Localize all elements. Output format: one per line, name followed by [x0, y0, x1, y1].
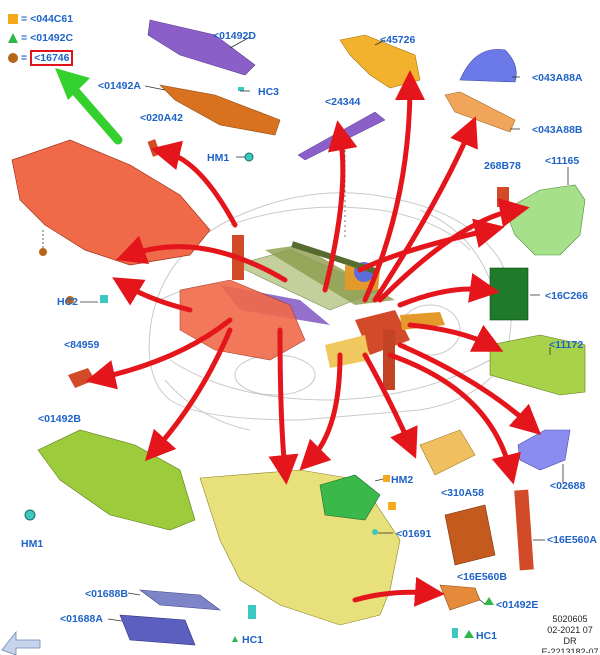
callout-11172[interactable]: <11172 — [549, 339, 584, 351]
navigation-arrow-icon[interactable] — [1, 630, 41, 655]
callout-01492b[interactable]: <01492B — [38, 413, 81, 425]
clip-hc1-left[interactable] — [248, 605, 256, 619]
part-01492d[interactable] — [147, 19, 256, 76]
part-310a58[interactable] — [419, 429, 476, 476]
callout-hm1-left[interactable]: HM1 — [21, 538, 44, 550]
callout-01691[interactable]: <01691 — [396, 528, 432, 540]
clip-01492e-tri[interactable] — [484, 597, 494, 605]
callout-16e560a[interactable]: <16E560A — [547, 534, 597, 546]
part-01492b[interactable] — [37, 429, 196, 531]
callout-01492a[interactable]: <01492A — [98, 80, 141, 92]
part-16c266[interactable] — [489, 267, 529, 321]
callout-24344[interactable]: <24344 — [325, 96, 361, 108]
figure-reference: 5020605 02-2021 07 DR E-2213182-07 — [540, 614, 600, 653]
legend-code[interactable]: <01492C — [30, 32, 74, 44]
callout-268b78[interactable]: 268B78 — [484, 160, 521, 172]
part-01688a[interactable] — [119, 614, 196, 646]
clip-hc1-left-tri[interactable] — [232, 636, 238, 642]
callout-01492d[interactable]: <01492D — [213, 30, 256, 42]
callout-84959[interactable]: <84959 — [64, 339, 100, 351]
clip-hc3[interactable] — [238, 87, 244, 91]
callout-01492e[interactable]: <01492E — [496, 599, 539, 611]
callout-16e560b[interactable]: <16E560B — [457, 571, 507, 583]
legend-row-1: = <044C61 — [8, 12, 73, 26]
part-11165[interactable] — [504, 184, 586, 256]
part-01492e[interactable] — [439, 584, 481, 611]
clip-hc2[interactable] — [100, 295, 108, 303]
callout-hm2[interactable]: HM2 — [391, 474, 414, 486]
part-16e560a[interactable] — [514, 489, 534, 571]
part-insulator-center[interactable] — [179, 279, 306, 361]
green-pointer-arrow-icon — [55, 68, 123, 145]
brown-circle-icon — [8, 53, 18, 63]
leader-lines — [80, 36, 569, 622]
legend-code[interactable]: <044C61 — [30, 13, 74, 25]
callout-02688[interactable]: <02688 — [550, 480, 586, 492]
figure-dr: DR — [563, 636, 577, 646]
part-02688[interactable] — [517, 429, 571, 471]
callout-hc3[interactable]: HC3 — [258, 86, 280, 98]
part-043a88a[interactable] — [459, 49, 517, 83]
clip-hm1-left[interactable] — [24, 509, 36, 521]
green-triangle-icon — [8, 33, 18, 43]
legend-equals: = — [21, 32, 28, 44]
legend-code-highlighted[interactable]: <16746 — [30, 50, 74, 66]
part-01688b[interactable] — [138, 589, 222, 611]
figure-ref: E-2213182-07 — [541, 647, 599, 653]
legend-row-2: = <01492C — [8, 31, 73, 45]
center-assembly — [220, 235, 445, 390]
part-84959[interactable] — [68, 368, 95, 388]
callout-01688b[interactable]: <01688B — [85, 588, 128, 600]
clip-hm2-square[interactable] — [388, 502, 396, 510]
part-043a88b[interactable] — [444, 91, 516, 133]
callout-16c266[interactable]: <16C266 — [545, 290, 588, 302]
part-shield-left[interactable] — [11, 139, 211, 266]
part-16e560b[interactable] — [444, 504, 496, 566]
clip-hc1-right[interactable] — [452, 628, 458, 638]
part-268b78[interactable] — [497, 187, 509, 207]
part-020a42[interactable] — [147, 139, 161, 157]
legend-equals: = — [21, 13, 28, 25]
figure-code: 5020605 — [552, 614, 588, 624]
callout-043a88b[interactable]: <043A88B — [532, 124, 583, 136]
orange-square-icon — [8, 14, 18, 24]
figure-date: 02-2021 07 — [547, 625, 593, 635]
part-01691[interactable] — [372, 529, 378, 535]
callout-hc2[interactable]: HC2 — [57, 296, 79, 308]
part-11172[interactable] — [489, 334, 586, 396]
callout-310a58[interactable]: <310A58 — [441, 487, 484, 499]
part-hm2-bracket[interactable] — [319, 474, 381, 521]
clip-hm2-top[interactable] — [383, 475, 390, 482]
part-01492a[interactable] — [159, 84, 281, 136]
callout-hm1-top[interactable]: HM1 — [207, 152, 230, 164]
callout-hc1-right[interactable]: HC1 — [476, 630, 498, 642]
callout-01688a[interactable]: <01688A — [60, 613, 103, 625]
callout-11165[interactable]: <11165 — [545, 155, 580, 167]
callout-020a42[interactable]: <020A42 — [140, 112, 183, 124]
clip-hm1-top[interactable] — [244, 152, 254, 162]
legend-equals: = — [21, 52, 28, 64]
clip-16746-hc2[interactable] — [66, 296, 74, 304]
callout-043a88a[interactable]: <043A88A — [532, 72, 583, 84]
clip-16746-left[interactable] — [39, 248, 47, 256]
callout-hc1-left[interactable]: HC1 — [242, 634, 264, 646]
callout-45726[interactable]: <45726 — [380, 34, 416, 46]
callout-arrows — [85, 70, 542, 607]
legend-row-3: = <16746 — [8, 50, 74, 66]
clip-hc1-right-tri[interactable] — [464, 630, 474, 638]
